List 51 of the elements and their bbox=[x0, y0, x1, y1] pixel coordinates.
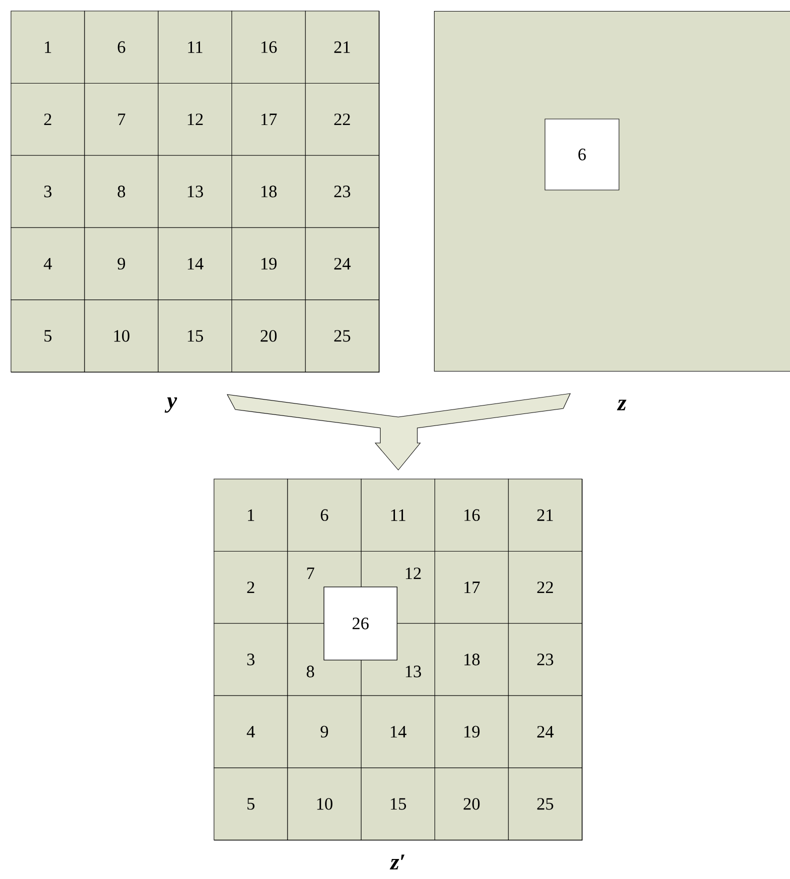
node-label: z′ bbox=[390, 854, 404, 870]
grid-cell: 16 bbox=[232, 10, 306, 84]
grid-cell: 6 bbox=[287, 478, 362, 552]
grid-cell: 4 bbox=[214, 695, 288, 768]
grid-cell: 4 bbox=[10, 227, 85, 300]
grid-cell: 22 bbox=[508, 550, 582, 624]
grid-cell: 24 bbox=[508, 695, 582, 768]
grid-cell: 2 bbox=[214, 550, 288, 624]
patch-box: 26 bbox=[324, 586, 398, 660]
grid-cell: 5 bbox=[10, 300, 85, 372]
grid-cell: 14 bbox=[158, 227, 232, 300]
grid-cell: 19 bbox=[232, 227, 306, 300]
grid-cell: 21 bbox=[508, 478, 582, 552]
node-label: y bbox=[164, 397, 178, 413]
grid-cell: 3 bbox=[10, 155, 85, 228]
grid-cell: 20 bbox=[434, 768, 509, 840]
grid-cell: 9 bbox=[84, 227, 158, 300]
grid-cell: 7 bbox=[84, 82, 158, 156]
grid-cell: 18 bbox=[434, 623, 509, 696]
grid-cell: 12 bbox=[158, 82, 232, 156]
grid-cell: 16 bbox=[434, 478, 509, 552]
grid-cell: 6 bbox=[84, 10, 158, 84]
grid-cell: 11 bbox=[360, 478, 436, 552]
grid-cell: 15 bbox=[158, 300, 232, 372]
grid-cell: 25 bbox=[508, 768, 582, 840]
grid-cell: 1 bbox=[10, 10, 85, 84]
grid-cell: 10 bbox=[84, 300, 158, 372]
grid-cell: 9 bbox=[287, 695, 362, 768]
grid-cell: 25 bbox=[305, 300, 380, 372]
grid-cell: 3 bbox=[214, 623, 288, 696]
grid-cell: 8 bbox=[84, 155, 158, 228]
grid-cell: 22 bbox=[305, 82, 380, 156]
grid-cell: 19 bbox=[434, 695, 509, 768]
grid-cell: 24 bbox=[305, 227, 380, 300]
grid-cell: 11 bbox=[158, 10, 232, 84]
grid-cell: 18 bbox=[232, 155, 306, 228]
grid-cell: 1 bbox=[214, 478, 288, 552]
grid-cell: 20 bbox=[232, 300, 306, 372]
grid-cell: 23 bbox=[305, 155, 380, 228]
grid-cell: 13 bbox=[158, 155, 232, 228]
grid-cell: 15 bbox=[360, 768, 436, 840]
grid-cell: 17 bbox=[434, 550, 509, 624]
patch-box: 6 bbox=[544, 118, 620, 190]
grid-cell: 5 bbox=[214, 768, 288, 840]
grid-cell: 17 bbox=[232, 82, 306, 156]
grid-cell: 14 bbox=[360, 695, 436, 768]
grid-cell: 2 bbox=[10, 82, 85, 156]
grid-cell: 10 bbox=[287, 768, 362, 840]
grid-cell: 21 bbox=[305, 10, 380, 84]
node-label: z bbox=[616, 400, 626, 410]
grid-cell: 23 bbox=[508, 623, 582, 696]
